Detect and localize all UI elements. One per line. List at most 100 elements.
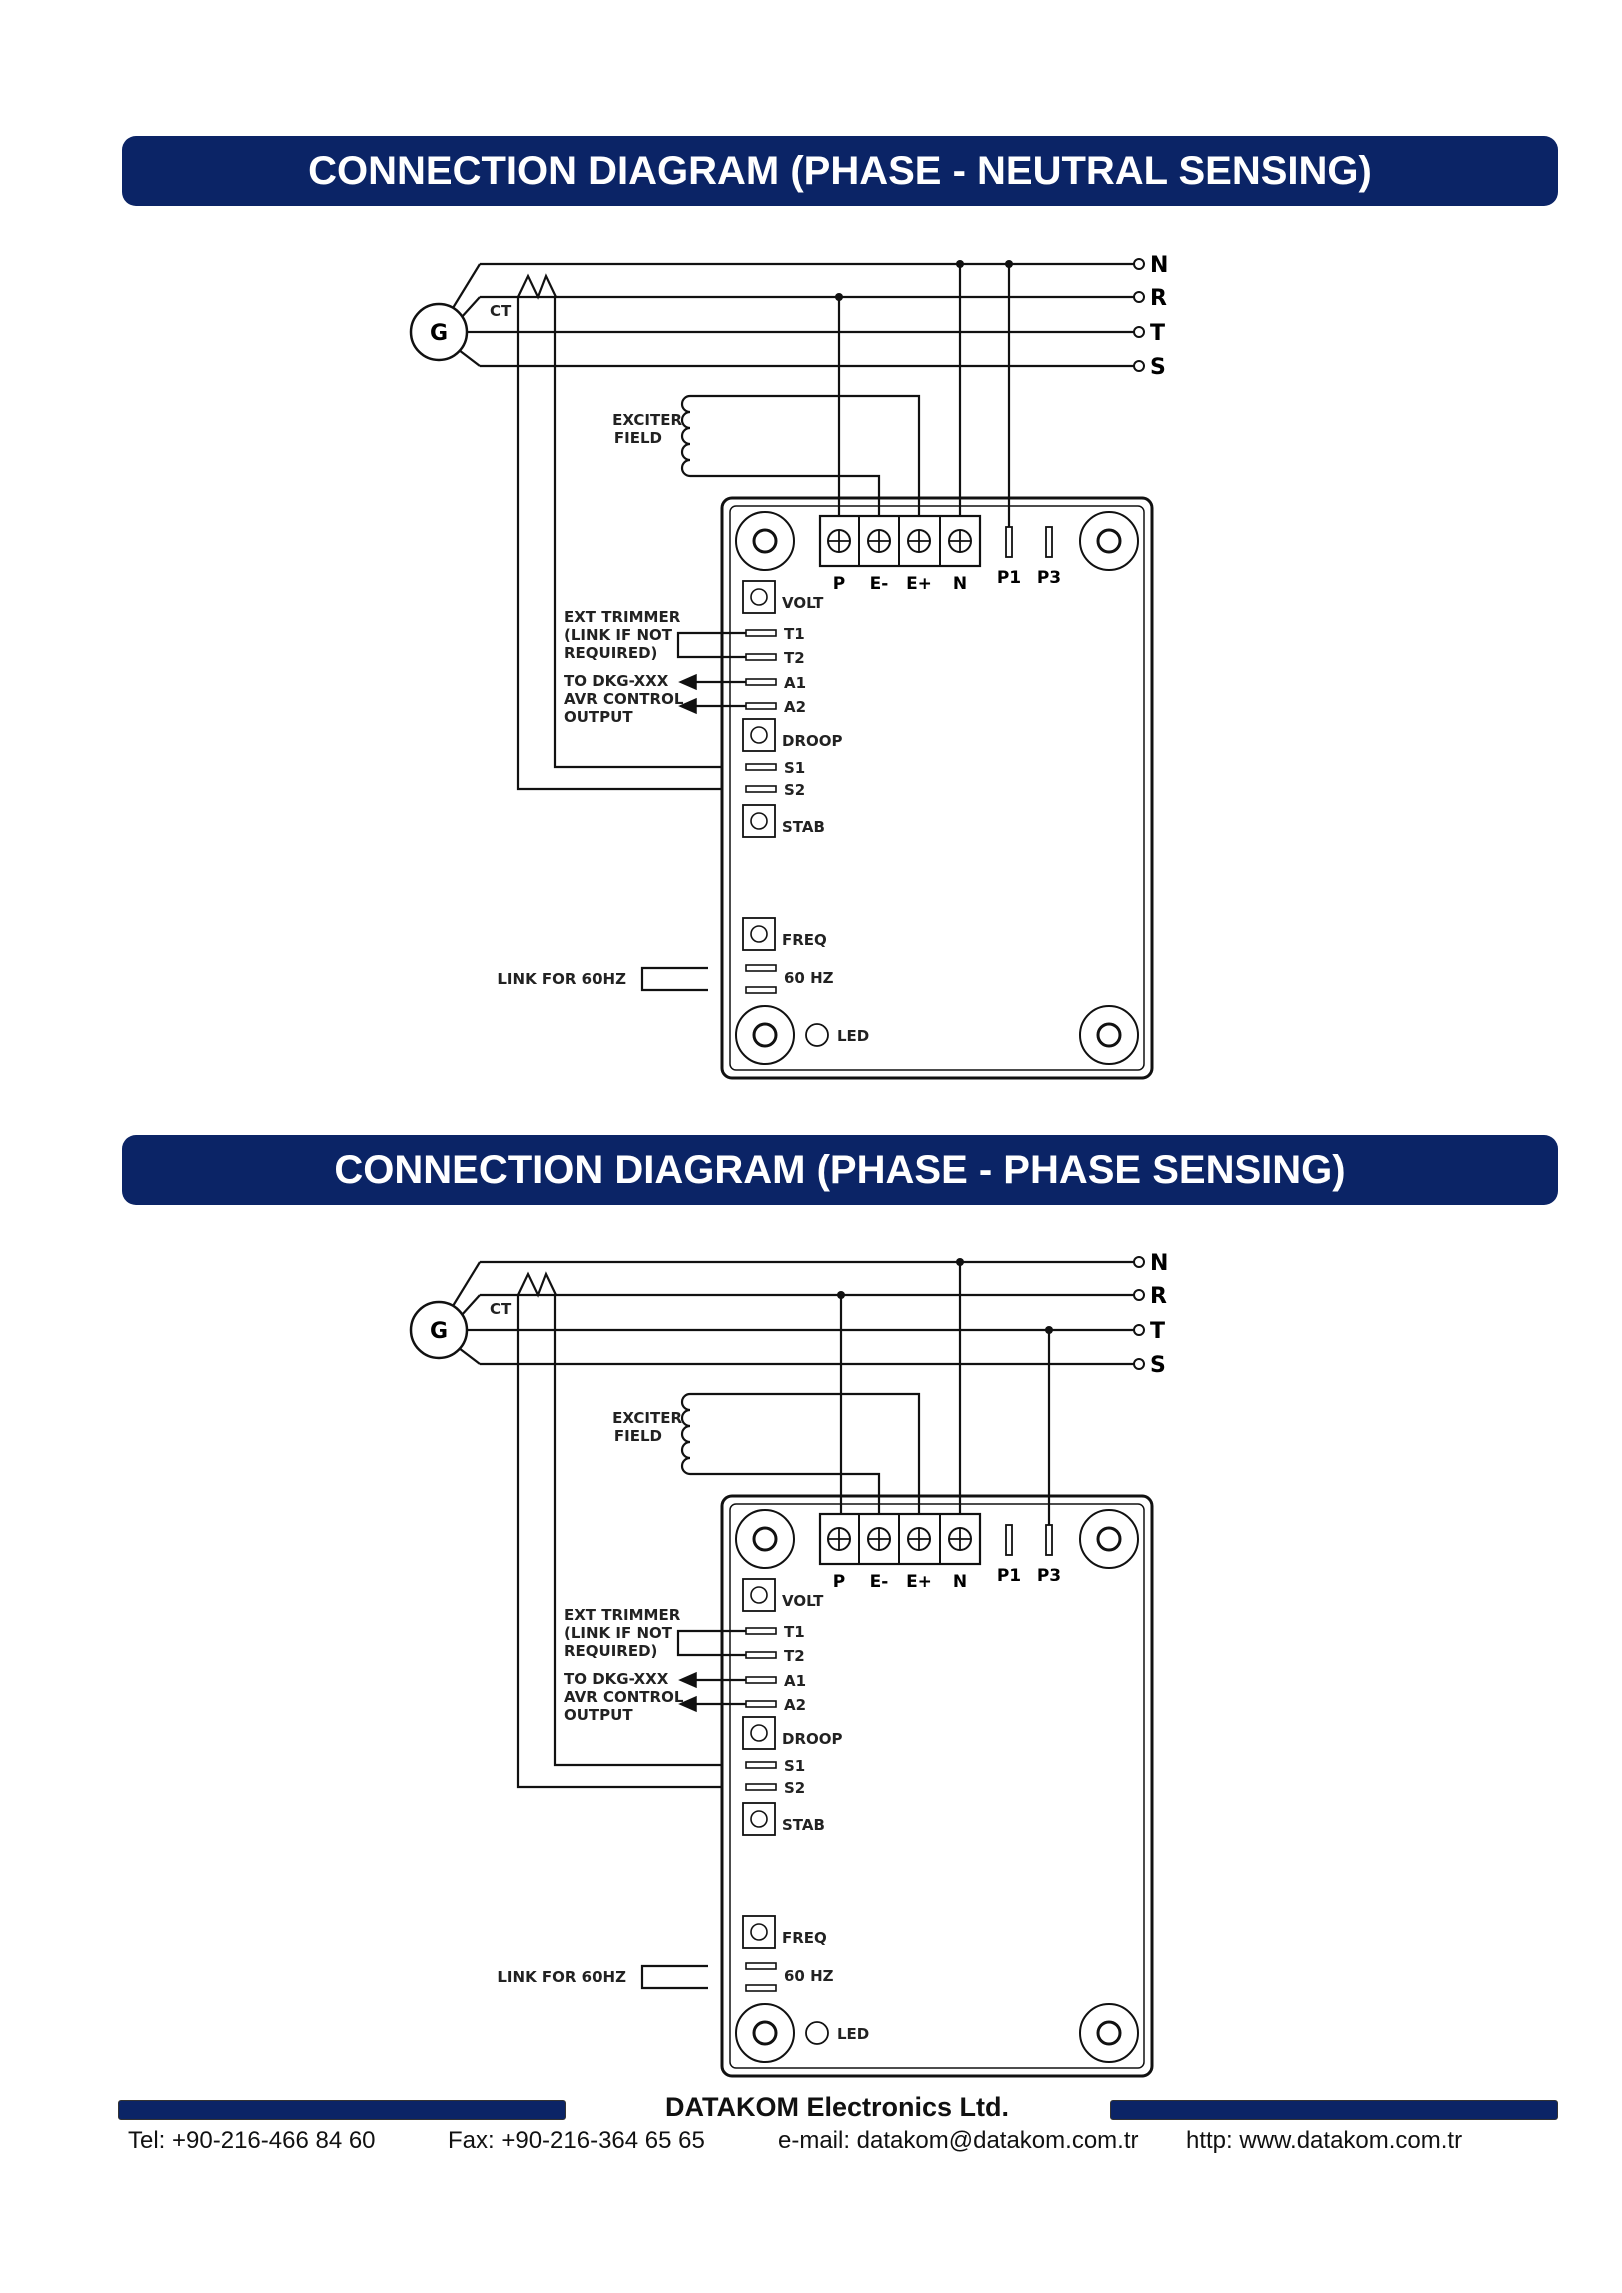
avr-board-outline [720,1494,1154,2078]
exciter-field-coil [680,1392,691,1476]
terminal-t1-label: T1 [784,1623,805,1641]
link-60hz-label: LINK FOR 60HZ [497,1968,626,1986]
exciter-label: EXCITER [612,411,682,429]
ct-symbol [517,1271,557,1298]
terminal-t2-tab [745,653,777,661]
line-terminal-circle [1133,291,1145,303]
mounting-hole-inner [1096,528,1122,554]
wire-exciter-eplus [690,394,921,516]
terminal-a1-tab [745,1676,777,1684]
gen-lead-s [458,1347,481,1365]
freq-pot [750,925,768,943]
led-indicator [805,1023,829,1047]
spade-terminal [1045,1524,1053,1556]
mounting-hole-inner [1096,2020,1122,2046]
spade-terminal [1005,526,1013,558]
section-title-phase-phase: CONNECTION DIAGRAM (PHASE - PHASE SENSIN… [122,1135,1558,1205]
terminal-label-p: P [833,1572,845,1592]
mounting-hole [1079,1005,1139,1065]
company-name: DATAKOM Electronics Ltd. [664,2092,1009,2122]
mounting-hole-inner [752,1526,778,1552]
line-terminal-circle [1133,360,1145,372]
terminal-a1-tab [745,678,777,686]
gen-lead-s [458,349,481,367]
exciter-label: EXCITER [612,1409,682,1427]
terminal-t2-tab [745,1651,777,1659]
exciter-field-coil [680,394,691,478]
link-60hz-bracket [640,1964,708,1990]
volt-pot [750,588,768,606]
spade-terminal [1005,1524,1013,1556]
ext-trimmer-link [676,631,746,659]
dkg-label-3: OUTPUT [564,1706,633,1724]
mounting-hole-inner [752,1022,778,1048]
terminal-a2-label: A2 [784,1696,806,1714]
gen-lead-r [460,1294,481,1317]
terminal-t2-label: T2 [784,1647,805,1665]
wire-exciter-eplus [690,1392,921,1514]
dkg-arrow-2 [678,697,697,715]
line-label-s: S [1150,1353,1166,1378]
ct-lead-s2 [516,1295,777,1789]
footer-bar-left [118,2100,566,2120]
droop-label: DROOP [782,1730,843,1748]
terminal-60hz-a-tab [745,964,777,972]
hz60-label: 60 HZ [784,1967,834,1985]
line-terminal-circle [1133,1358,1145,1370]
droop-label: DROOP [782,732,843,750]
droop-pot [750,1724,768,1742]
line-label-t: T [1150,1319,1165,1344]
terminal-label-p3: P3 [1037,568,1061,588]
volt-label: VOLT [782,594,824,612]
mounting-hole [735,511,795,571]
ct-lead-s1 [553,1295,777,1767]
droop-pot-frame [742,1716,776,1750]
terminal-60hz-b-tab [745,1984,777,1992]
volt-label: VOLT [782,1592,824,1610]
line-label-s: S [1150,355,1166,380]
line-terminal-circle [1133,258,1145,270]
dkg-label-2: AVR CONTROL [564,1688,684,1706]
terminal-s1-tab [745,763,777,771]
terminal-a2-tab [745,702,777,710]
mounting-hole-inner [752,528,778,554]
mounting-hole [1079,511,1139,571]
terminal-label-eplus: E+ [906,574,932,594]
junction-dot [956,1258,964,1266]
terminal-label-eplus: E+ [906,1572,932,1592]
terminal-s2-label: S2 [784,1779,805,1797]
line-label-n: N [1150,1251,1168,1276]
stab-label: STAB [782,1816,825,1834]
terminal-label-eminus: E- [870,574,889,594]
droop-pot-frame [742,718,776,752]
mounting-hole [735,1005,795,1065]
avr-board-inner [729,505,1145,1071]
generator-symbol [409,1300,469,1360]
line-label-n: N [1150,253,1168,278]
stab-pot-frame [742,804,776,838]
mounting-hole-inner [1096,1022,1122,1048]
terminal-label-p1: P1 [997,568,1021,588]
junction-dot [835,293,843,301]
terminal-label-n: N [953,1572,967,1592]
terminal-s2-tab [745,785,777,793]
dkg-arrow-1 [678,673,697,691]
line-label-r: R [1150,286,1167,311]
gen-lead-n [452,263,481,309]
ext-trimmer-link [676,1629,746,1657]
terminal-t1-tab [745,1627,777,1635]
contact-fax: Fax: +90-216-364 65 65 [448,2127,705,2154]
mounting-hole-inner [1096,1526,1122,1552]
stab-label: STAB [782,818,825,836]
contact-web: http: www.datakom.com.tr [1186,2127,1463,2154]
mounting-hole-inner [752,2020,778,2046]
terminal-t2-label: T2 [784,649,805,667]
generator-label: G [430,1319,448,1344]
gen-lead-n [452,1261,481,1307]
ct-symbol [517,273,557,300]
line-terminal-circle [1133,326,1145,338]
terminal-s1-tab [745,1761,777,1769]
terminal-t1-tab [745,629,777,637]
